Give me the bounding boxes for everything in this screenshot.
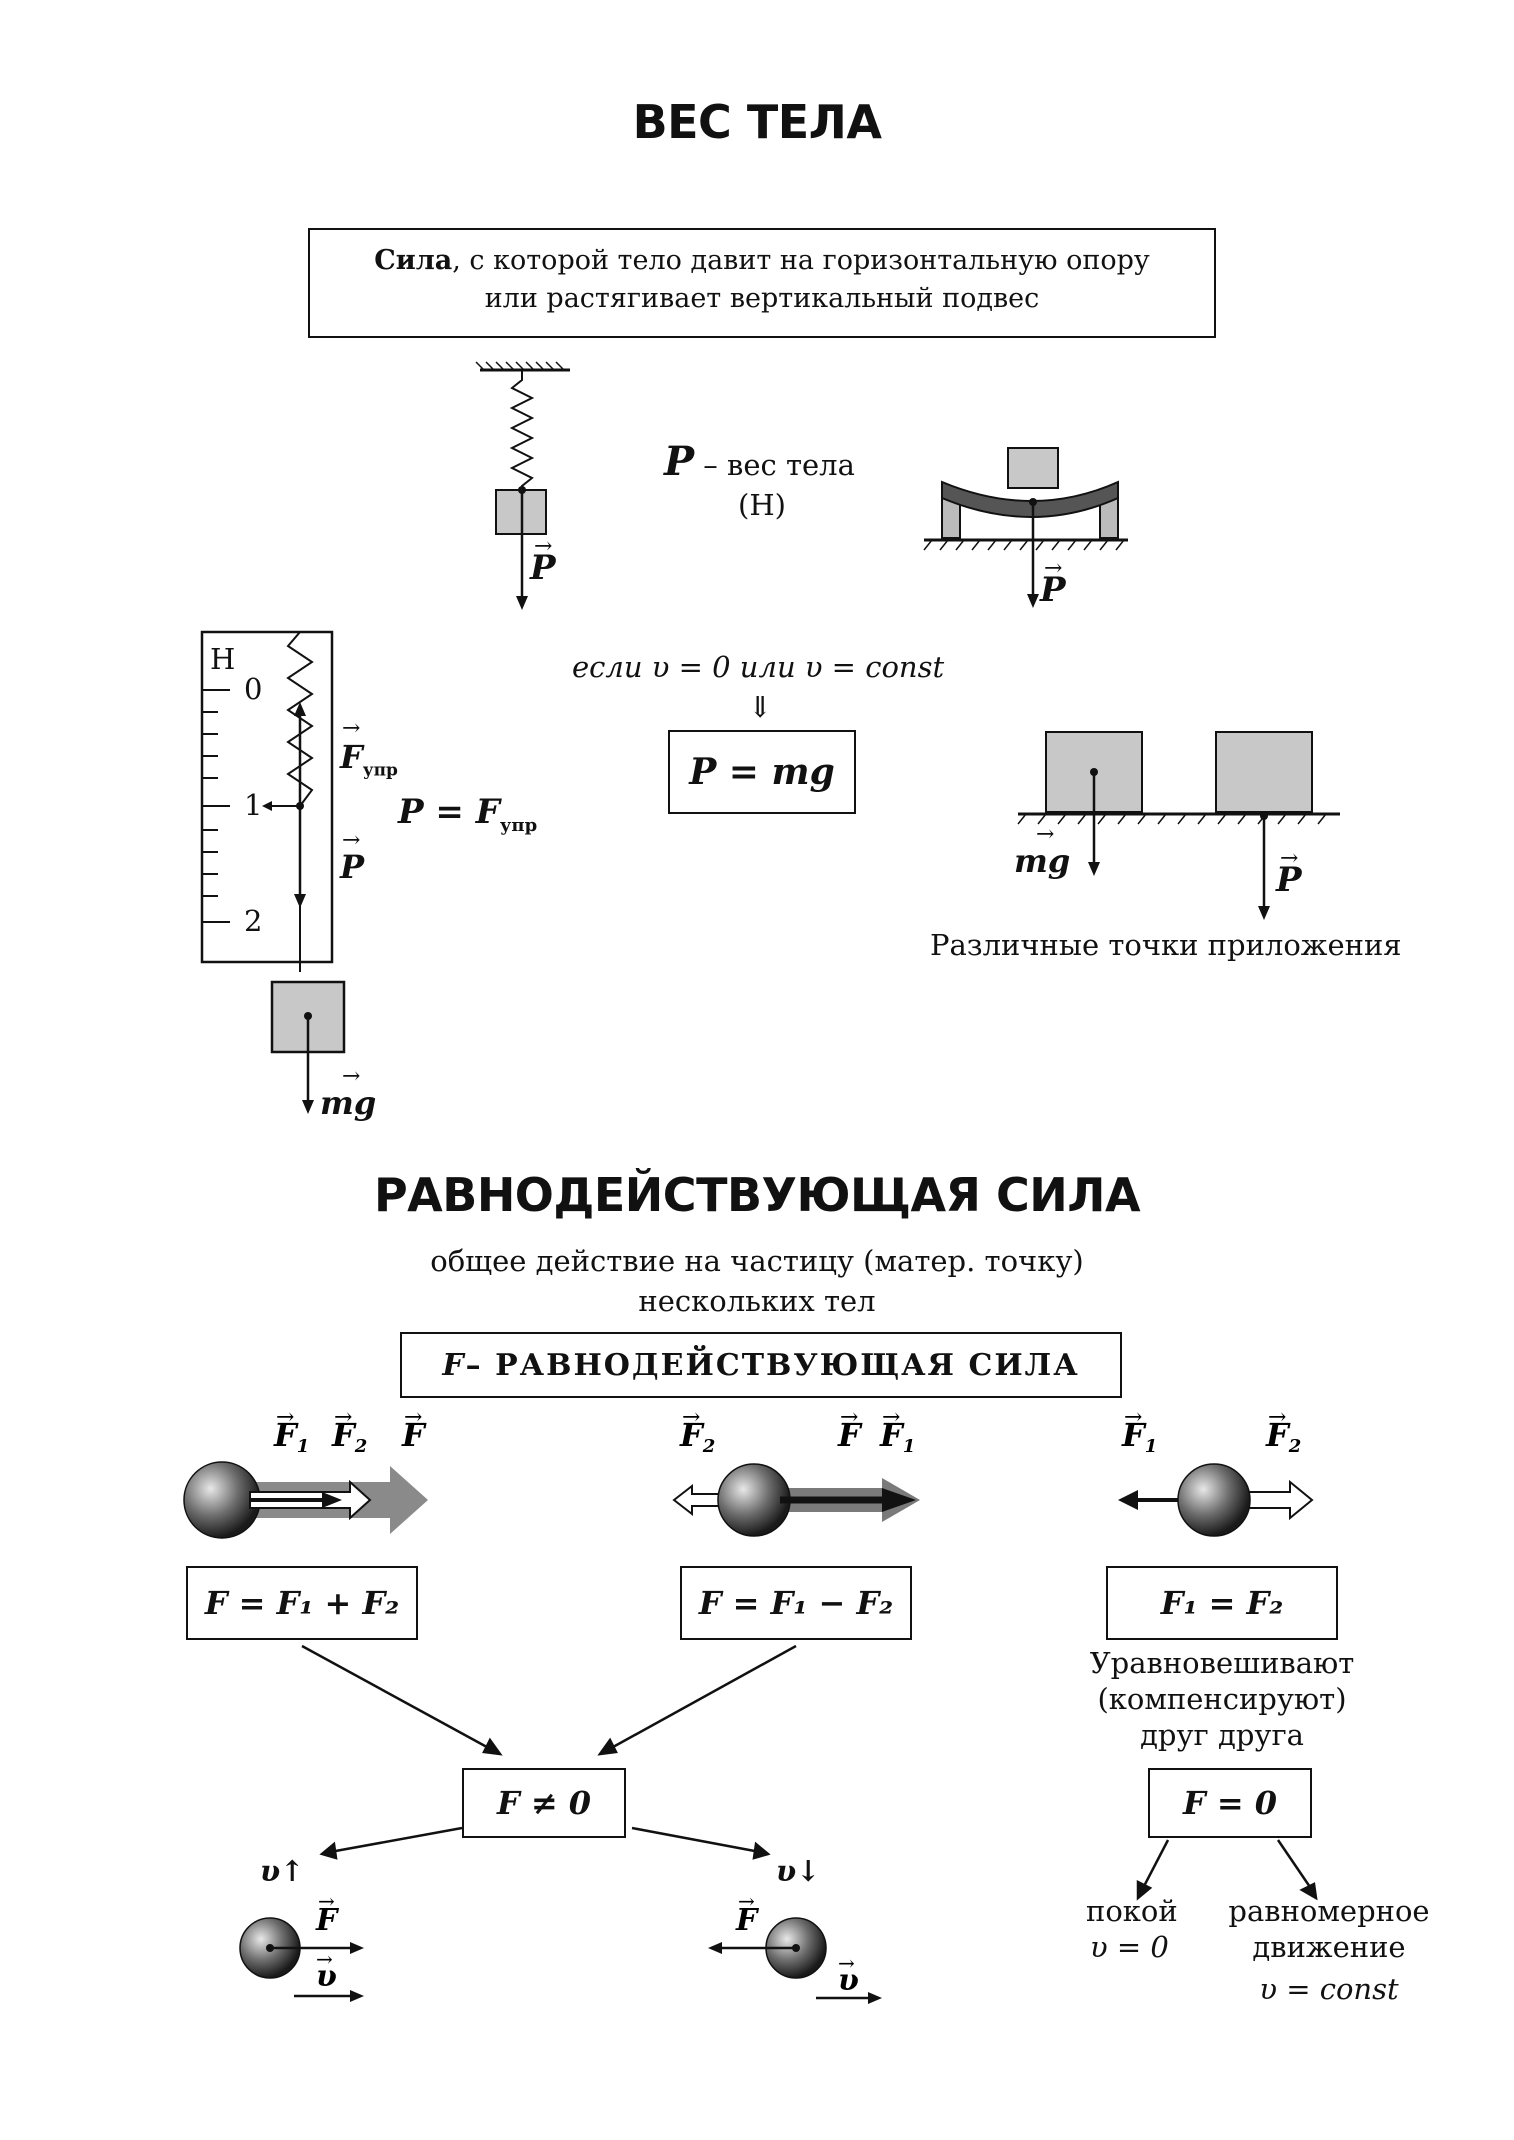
velocity-decrease-label: υ↓ xyxy=(776,1854,821,1888)
hanging-spring-diagram xyxy=(475,361,570,610)
forces-same-direction-diagram: F1 → F2 → F → xyxy=(183,1410,428,1539)
formula-equal-box: F₁ = F₂ xyxy=(1106,1566,1338,1640)
formula-sum-box: F = F₁ + F₂ xyxy=(186,1566,418,1640)
svg-text:υ: υ xyxy=(838,1963,859,1998)
balance-note-line1: Уравновешивают xyxy=(1089,1646,1355,1680)
velocity-increase-label: υ↑ xyxy=(260,1854,305,1888)
formula-difference-box: F = F₁ − F₂ xyxy=(680,1566,912,1640)
svg-text:F: F xyxy=(735,1903,760,1938)
formula-nonzero-box: F ≠ 0 xyxy=(462,1768,626,1838)
banner-text: – РАВНОДЕЙСТВУЮЩАЯ СИЛА xyxy=(465,1347,1080,1383)
formula-elastic-subscript: упр xyxy=(499,814,538,836)
vector-mg-label-1: mg xyxy=(320,1084,377,1122)
uniform-label-line1: равномерное xyxy=(1228,1894,1430,1928)
svg-text:F1: F1 xyxy=(1121,1416,1157,1457)
resultant-banner: F – РАВНОДЕЙСТВУЮЩАЯ СИЛА xyxy=(400,1332,1122,1398)
svg-text:→: → xyxy=(1124,1410,1142,1430)
resultant-subtitle-line1: общее действие на частицу (матер. точку) xyxy=(430,1244,1084,1278)
svg-text:→: → xyxy=(738,1889,755,1913)
resultant-subtitle-line2: нескольких тел xyxy=(638,1284,876,1318)
vector-mg-label-2: mg xyxy=(1014,842,1071,880)
uniform-label-line2: движение xyxy=(1252,1930,1406,1964)
definition-line1: , с которой тело давит на горизонтальную… xyxy=(452,245,1150,276)
svg-text:→: → xyxy=(682,1410,700,1430)
weight-symbol: P xyxy=(664,438,695,485)
svg-text:→: → xyxy=(316,1947,333,1971)
svg-text:F: F xyxy=(315,1903,340,1938)
condition-text: если υ = 0 или υ = const xyxy=(572,650,945,684)
svg-text:→: → xyxy=(318,1889,335,1913)
implies-arrow-icon: ⇓ xyxy=(748,690,773,724)
section-title-weight: ВЕС ТЕЛА xyxy=(632,95,882,149)
svg-text:→: → xyxy=(882,1410,900,1430)
scale-tick-0: 0 xyxy=(244,672,263,706)
banner-symbol: F xyxy=(442,1347,466,1383)
dynamometer-diagram xyxy=(200,630,346,1114)
weight-symbol-line: P – вес тела xyxy=(664,438,855,485)
scale-unit: Н xyxy=(210,642,236,676)
vector-P-label-1: P xyxy=(530,548,556,588)
svg-text:F: F xyxy=(401,1416,427,1454)
weight-definition-box: Сила, с которой тело давит на горизонтал… xyxy=(308,228,1216,338)
vector-arrow-icon: → xyxy=(1036,822,1055,847)
vector-F-subscript: упр xyxy=(362,760,398,781)
accelerating-ball-diagram: F → υ → xyxy=(239,1889,364,2002)
scale-tick-1: 1 xyxy=(244,788,263,822)
application-points-diagram xyxy=(1017,731,1340,920)
vector-arrow-icon: → xyxy=(342,1064,361,1089)
formula-elastic: P = Fупр xyxy=(398,792,537,836)
formula-zero-box: F = 0 xyxy=(1148,1768,1312,1838)
forces-balanced-diagram: F1 → F2 → xyxy=(1118,1410,1314,1537)
forces-opposite-diagram: F2 → F → F1 → xyxy=(672,1410,920,1537)
formula-P-mg-box: P = mg xyxy=(668,730,856,814)
vector-arrow-icon: → xyxy=(1044,556,1063,581)
balance-note-line3: друг друга xyxy=(1140,1718,1304,1752)
svg-text:F: F xyxy=(837,1416,863,1454)
uniform-condition: υ = const xyxy=(1259,1972,1399,2006)
vector-P-label-2: P xyxy=(1040,570,1066,610)
svg-text:→: → xyxy=(840,1410,858,1430)
svg-text:→: → xyxy=(1268,1410,1286,1430)
svg-text:→: → xyxy=(334,1410,352,1430)
vector-arrow-icon: → xyxy=(1280,846,1299,871)
svg-text:υ: υ xyxy=(316,1959,337,1994)
svg-text:→: → xyxy=(404,1410,422,1430)
formula-elastic-main: P = F xyxy=(398,792,500,832)
definition-keyword: Сила xyxy=(374,245,453,276)
rest-label: покой xyxy=(1086,1894,1178,1928)
application-points-caption: Различные точки приложения xyxy=(930,928,1402,962)
weight-description: – вес тела xyxy=(694,448,855,482)
definition-line2: или растягивает вертикальный подвес xyxy=(484,283,1040,314)
vector-F-letter: F xyxy=(340,738,363,776)
svg-text:→: → xyxy=(276,1410,294,1430)
balance-note-line2: (компенсируют) xyxy=(1097,1682,1347,1716)
vector-arrow-icon: → xyxy=(342,828,361,853)
decelerating-ball-diagram: F → υ → xyxy=(708,1889,882,2004)
svg-text:F2: F2 xyxy=(679,1416,715,1457)
svg-text:→: → xyxy=(838,1951,855,1975)
section-title-resultant: РАВНОДЕЙСТВУЮЩАЯ СИЛА xyxy=(373,1168,1141,1222)
bending-support-diagram xyxy=(923,447,1128,608)
weight-unit: (Н) xyxy=(738,488,786,522)
scale-tick-2: 2 xyxy=(244,904,263,938)
vector-P-label-3: P xyxy=(340,848,365,886)
vector-Fupr-label: Fупр xyxy=(340,738,398,780)
vector-P-label-4: P xyxy=(1276,860,1302,900)
vector-arrow-icon: → xyxy=(534,534,553,559)
rest-condition: υ = 0 xyxy=(1090,1930,1169,1964)
vector-arrow-icon: → xyxy=(342,716,361,741)
